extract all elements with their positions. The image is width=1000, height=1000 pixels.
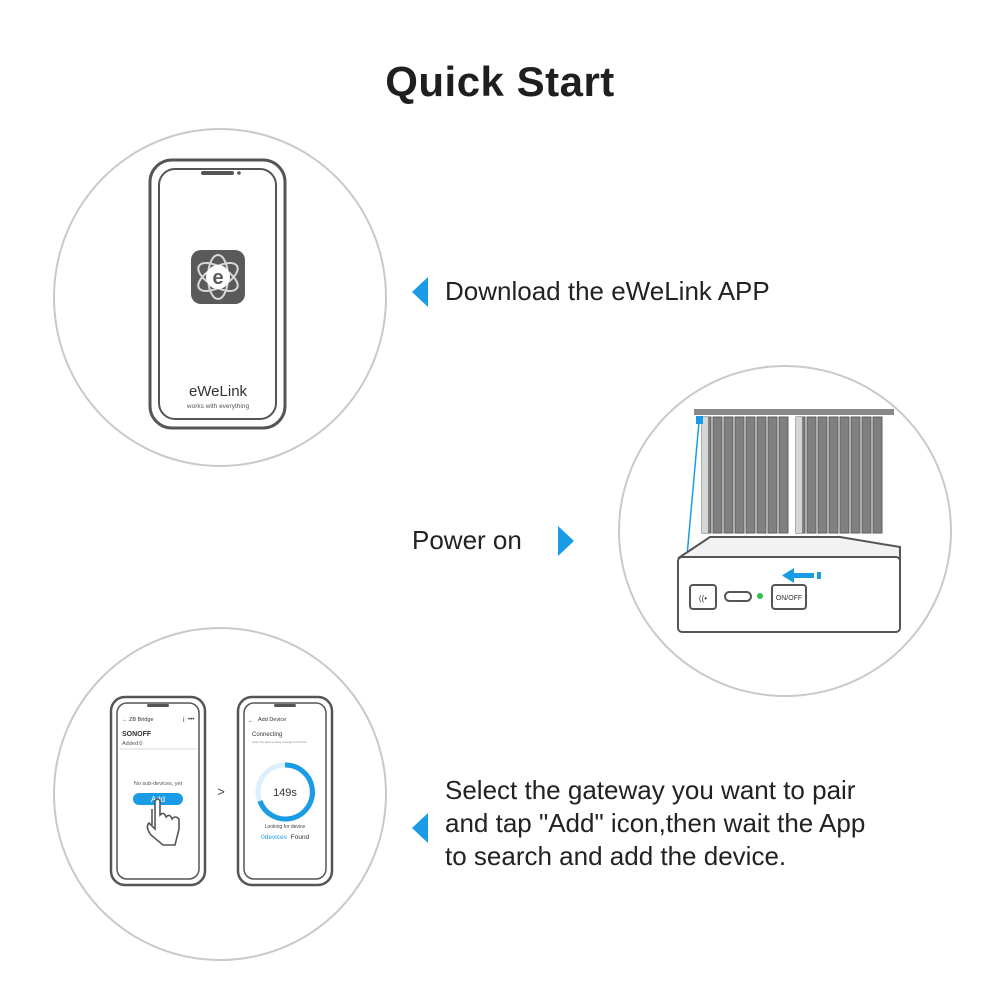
svg-text:No sub-devices, yet: No sub-devices, yet [134,781,183,787]
led-icon [757,593,763,599]
step-1-illustration: e eWeLink works with everything [53,128,387,467]
app-name: eWeLink [189,383,248,400]
pointer-right-icon [558,526,574,556]
svg-text:e: e [212,267,223,289]
step-3-line-1: Select the gateway you want to pair [445,775,856,805]
svg-text:i: i [183,717,185,724]
svg-text:Added:0: Added:0 [122,741,143,747]
hand-tap-icon [146,798,180,846]
svg-text:SONOFF: SONOFF [122,731,152,738]
svg-text:Connecting: Connecting [252,732,282,738]
on-off-switch [771,584,807,610]
phone-ewelink-illustration: e eWeLink works with everything [148,158,287,430]
svg-text:((•: ((• [699,594,707,603]
page-title: Quick Start [385,58,615,105]
ewelink-logo-icon: e [191,250,245,304]
svg-text:←: ← [248,718,254,724]
svg-text:Looking for device: Looking for device [265,824,306,830]
phone-add-screen: ← ZB Bridge i ••• SONOFF Added:0 No sub-… [109,695,207,887]
step-3-line-2: and tap "Add" icon,then wait the App [445,808,866,838]
phone-connecting-screen: ← Add Device Connecting Keep the device … [236,695,334,887]
svg-text:149s: 149s [273,787,297,799]
step-3-line-3: to search and add the device. [445,841,787,871]
pairing-phones-illustration: ← ZB Bridge i ••• SONOFF Added:0 No sub-… [109,695,334,887]
svg-text:0devices: 0devices [261,834,287,841]
svg-text:ON/OFF: ON/OFF [776,595,802,602]
next-arrow: > [217,784,225,799]
svg-text:← ZB Bridge: ← ZB Bridge [122,717,153,723]
usb-port-icon [724,591,752,602]
pointer-left-icon [412,277,428,307]
countdown-ring [257,762,315,822]
svg-text:Add Device: Add Device [258,717,286,723]
svg-text:Found: Found [291,834,310,841]
svg-text:Keep the device close enough t: Keep the device close enough to the hub [252,740,307,744]
curtain-motor-illustration: ((• ON/OFF [676,409,901,633]
step-3-text: Select the gateway you want to pair and … [445,774,865,873]
arrow-left-icon [782,568,821,583]
step-2-text: Power on [412,525,522,555]
step-3-illustration: ← ZB Bridge i ••• SONOFF Added:0 No sub-… [53,627,387,961]
pointer-left-icon-2 [412,813,428,843]
step-1-text: Download the eWeLink APP [445,276,770,306]
app-tagline: works with everything [186,403,250,410]
svg-text:•••: ••• [188,717,194,723]
step-2-illustration: ((• ON/OFF [618,365,952,697]
pair-button-icon [689,584,717,610]
